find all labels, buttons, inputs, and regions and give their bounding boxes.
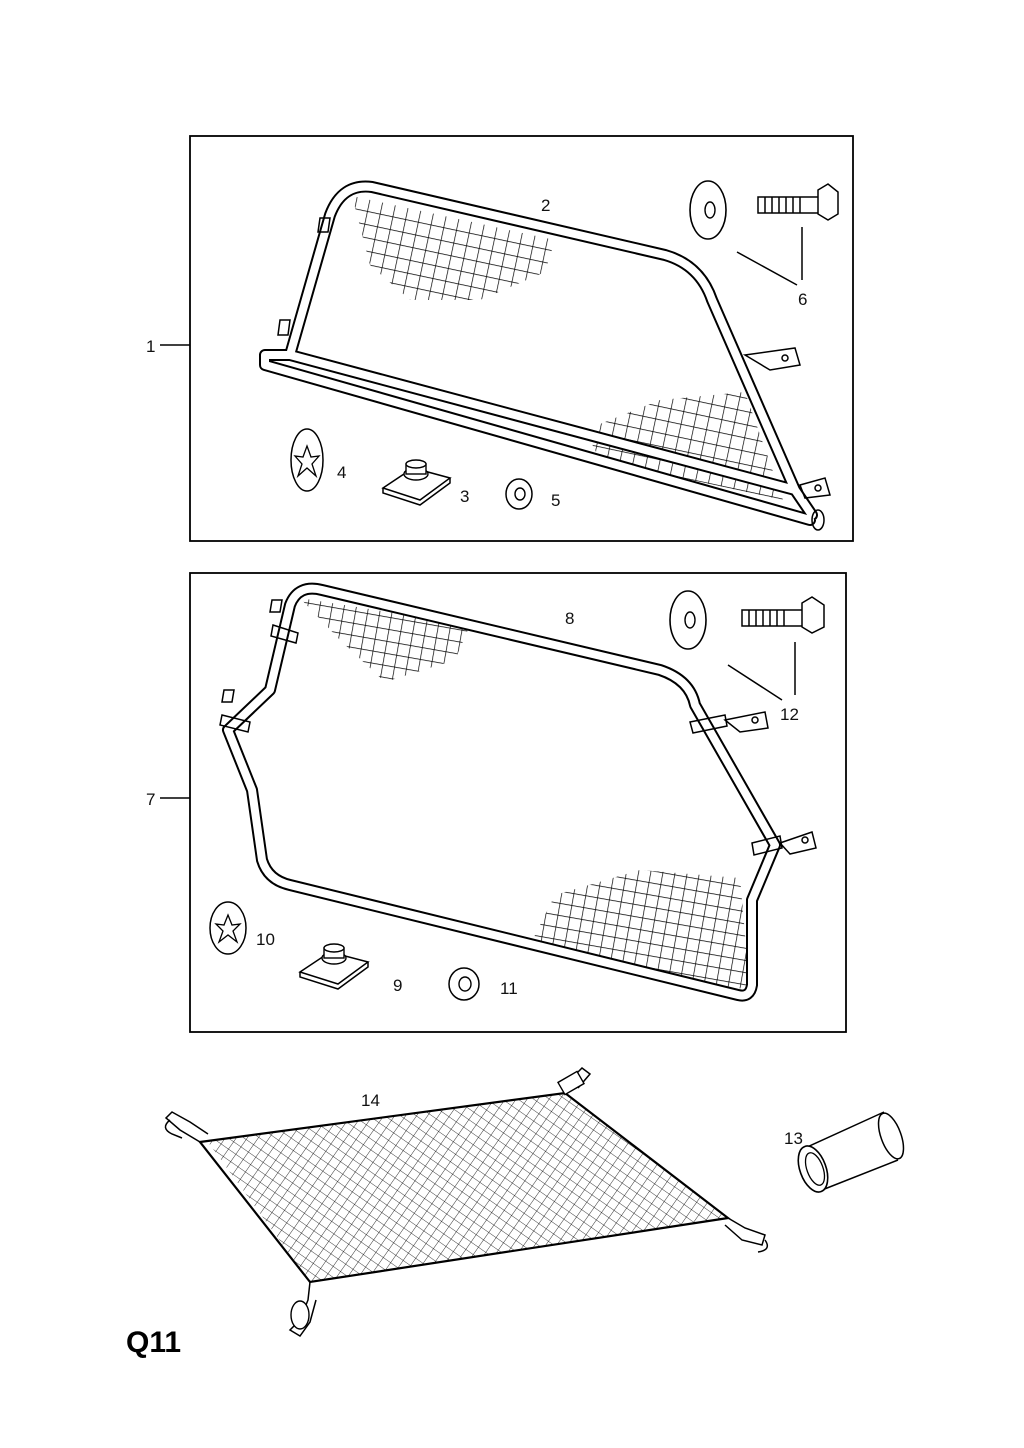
washer-6: [689, 180, 727, 240]
expanding-rivet-10: [209, 901, 247, 955]
washer-5: [505, 478, 533, 510]
leader-12: [727, 642, 796, 701]
callout-5: 5: [551, 491, 560, 510]
page-code: Q11: [126, 1326, 181, 1359]
callout-10: 10: [256, 930, 275, 949]
leader-6: [736, 227, 803, 286]
callout-9: 9: [393, 976, 402, 995]
washer-12: [669, 590, 707, 650]
callout-3: 3: [460, 487, 469, 506]
callout-2: 2: [541, 196, 550, 215]
washer-11: [448, 967, 480, 1001]
expanding-rivet-4: [290, 428, 324, 492]
sleeve-13: [797, 1111, 905, 1193]
callout-12: 12: [780, 705, 799, 724]
callout-13: 13: [784, 1129, 803, 1148]
callout-8: 8: [565, 609, 574, 628]
clip-nut-3: [381, 459, 452, 506]
luggage-net-14: [164, 1067, 769, 1337]
callout-11: 11: [500, 979, 518, 998]
clip-nut-9: [298, 943, 370, 990]
guard-net-2: [259, 180, 831, 531]
callout-7: 7: [146, 790, 155, 809]
bolt-12: [741, 596, 825, 634]
upper-kit-frame: [189, 135, 854, 542]
callout-6: 6: [798, 290, 807, 309]
lower-kit-frame: [189, 572, 847, 1033]
callout-14: 14: [361, 1091, 380, 1110]
callout-1: 1: [146, 337, 155, 356]
callout-4: 4: [337, 463, 346, 482]
bolt-6: [757, 183, 839, 221]
guard-net-8: [219, 582, 817, 1002]
